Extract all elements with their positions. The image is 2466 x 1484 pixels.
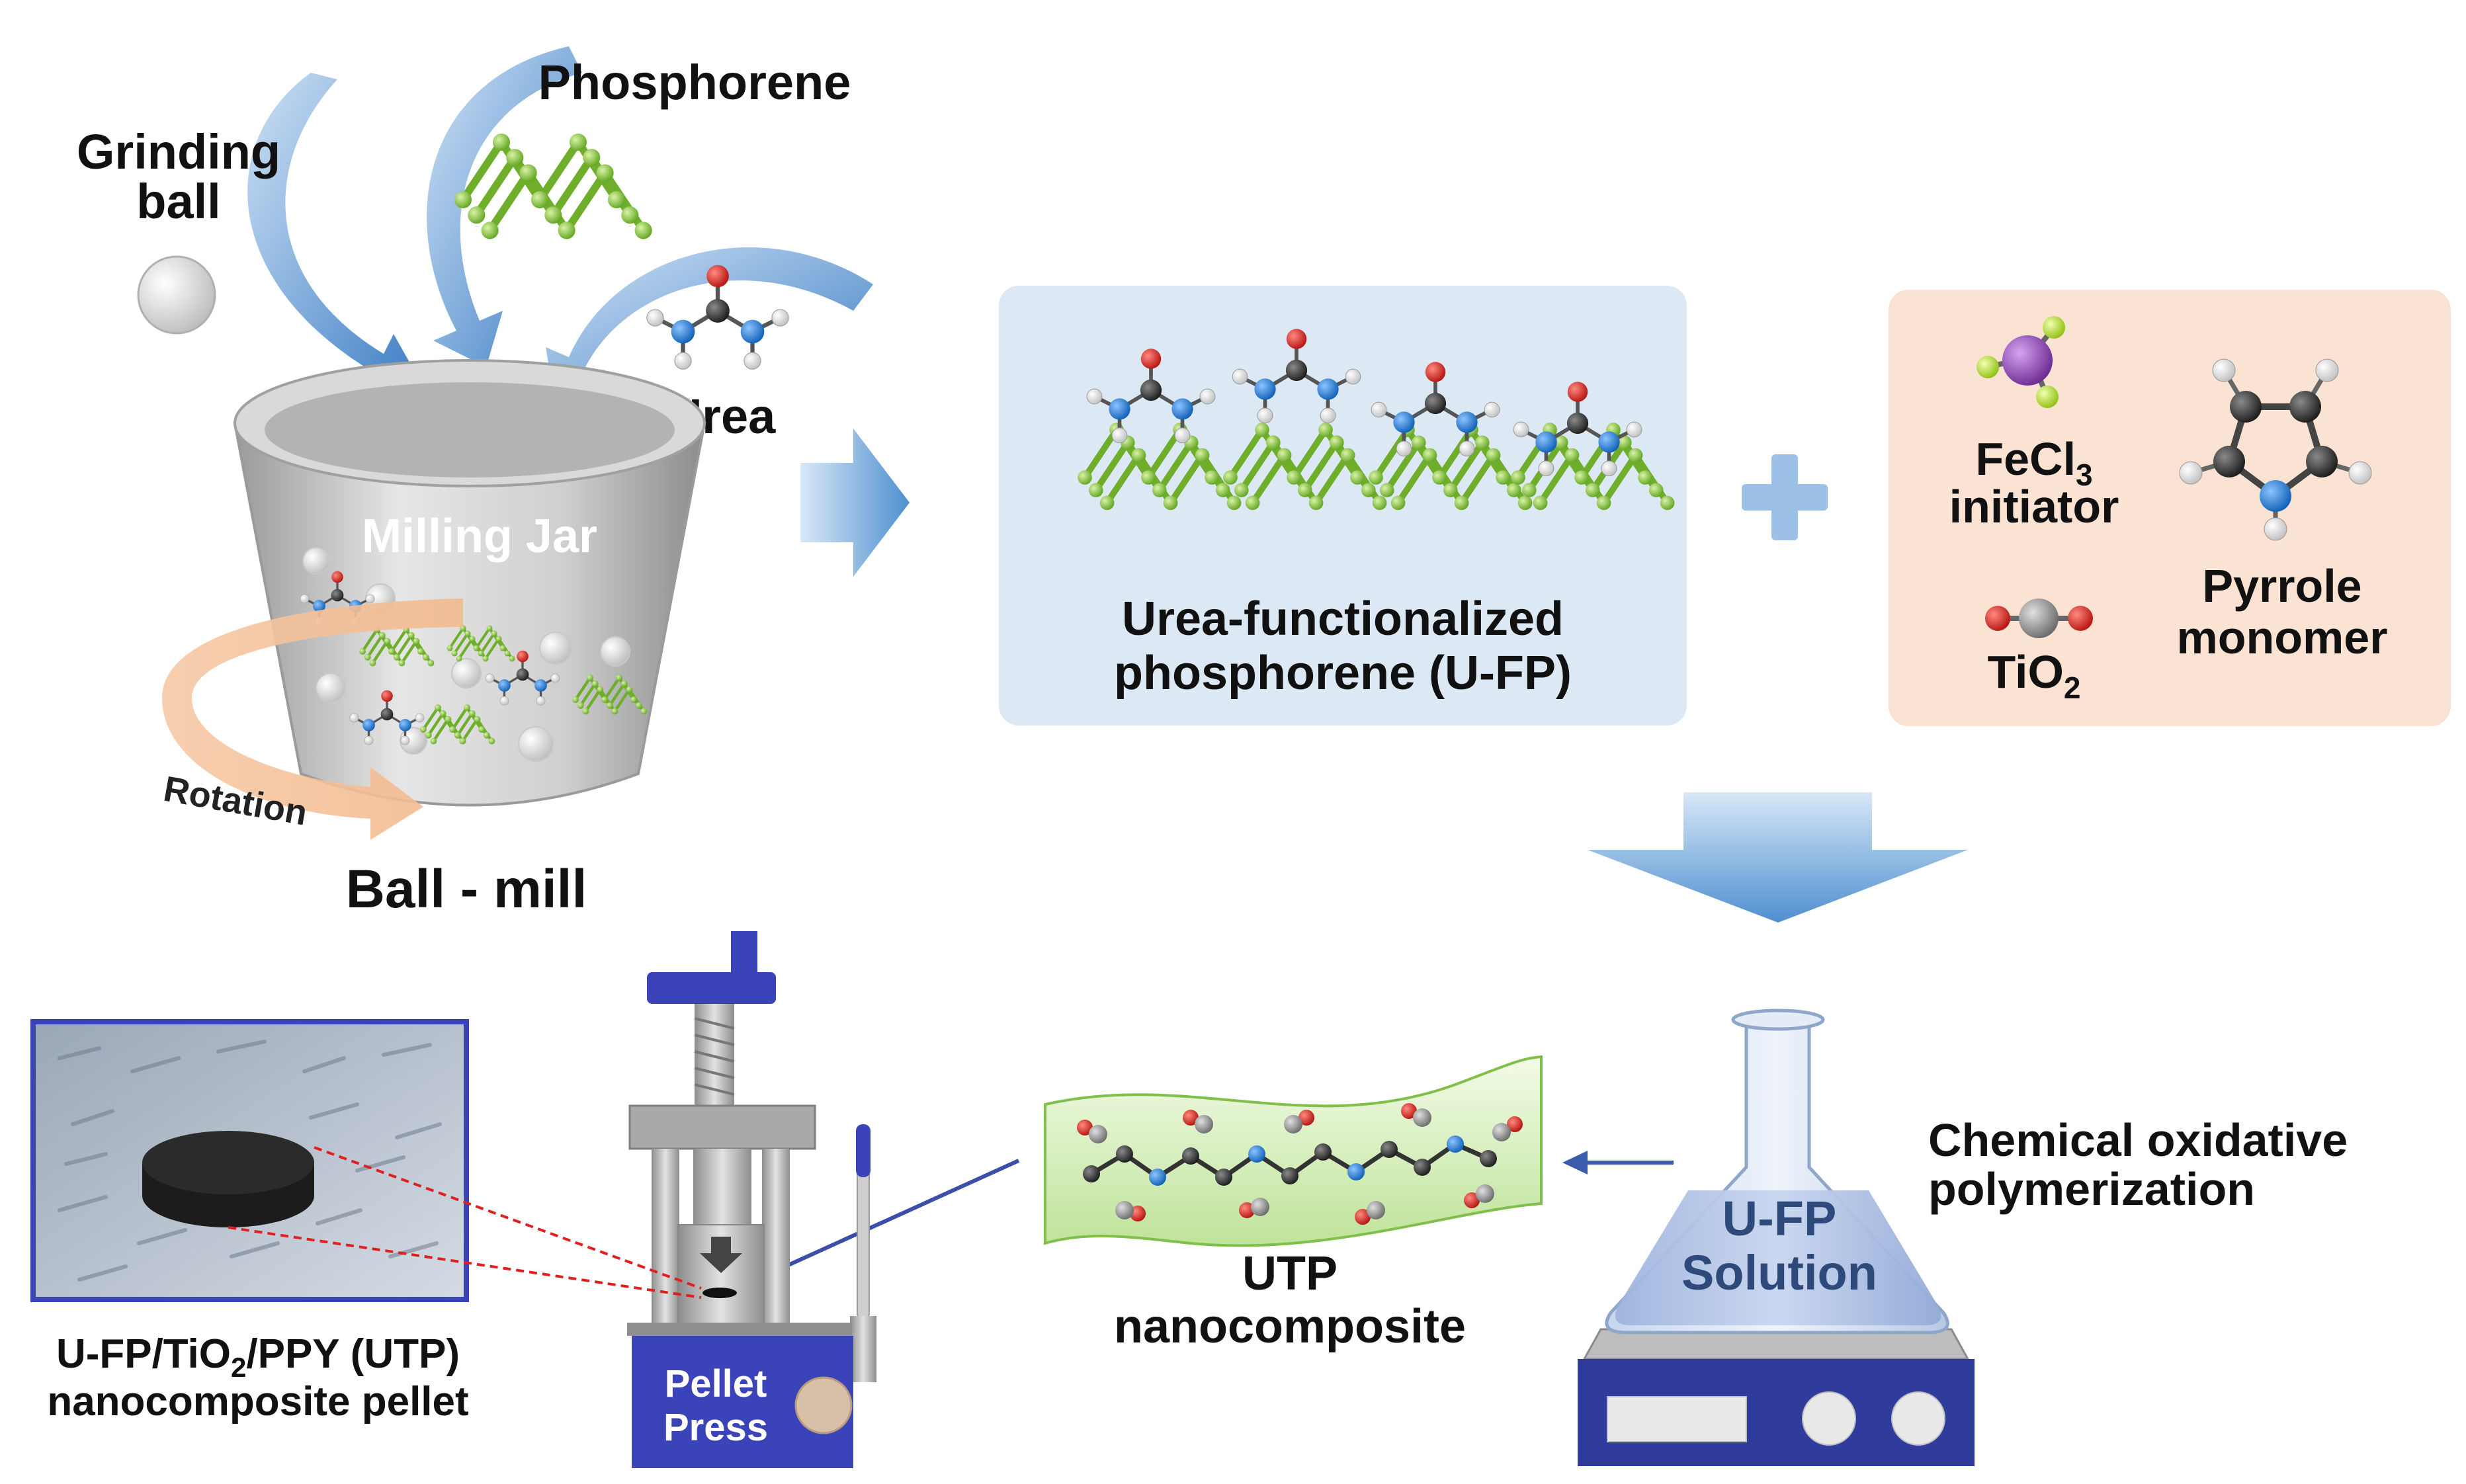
chemical-oxidative-label-line2: polymerization bbox=[1928, 1163, 2255, 1215]
urea-curved-arrow bbox=[546, 247, 873, 407]
photo-fabric-texture bbox=[58, 1040, 442, 1282]
ufp-label-line2: phosphorene (U-FP) bbox=[1114, 647, 1572, 700]
phosphorene-curved-arrow bbox=[427, 46, 582, 367]
pyrrole-molecule-icon bbox=[2179, 358, 2372, 541]
press-gauge-icon bbox=[794, 1376, 853, 1434]
utp-nanocomposite-ribbon bbox=[1044, 1055, 1543, 1247]
phosphorene-label: Phosphorene bbox=[538, 55, 851, 110]
reagent-panel: FeCl3 initiator Py bbox=[1889, 290, 2451, 726]
fecl3-label: FeCl3 bbox=[1975, 433, 2092, 492]
grinding-ball-label-line1: Grinding bbox=[77, 124, 280, 179]
grinding-ball-icon bbox=[137, 255, 216, 335]
small-left-arrow bbox=[1562, 1151, 1674, 1175]
utp-label-line2: nanocomposite bbox=[1114, 1300, 1466, 1353]
pyrrole-label-line1: Pyrrole bbox=[2202, 560, 2361, 612]
initiator-label: initiator bbox=[1949, 481, 2119, 532]
grinding-ball-curved-arrow bbox=[247, 73, 423, 393]
flask-on-stirrer: U-FP Solution bbox=[1578, 1009, 1975, 1466]
grinding-ball-label-line2: ball bbox=[136, 174, 220, 229]
pellet-disc bbox=[142, 1131, 314, 1194]
pellet-label-line1: U-FP/TiO2/PPY (UTP) bbox=[56, 1331, 460, 1383]
hot-plate-stirrer bbox=[1578, 1328, 1975, 1466]
press-down-arrow-icon bbox=[700, 1237, 742, 1273]
ufp-solution-label-line2: Solution bbox=[1681, 1245, 1877, 1300]
pellet-photo bbox=[30, 1019, 469, 1302]
right-process-arrow bbox=[800, 429, 910, 577]
pellet-press-label-line1: Pellet bbox=[665, 1362, 767, 1405]
tio2-label: TiO2 bbox=[1988, 646, 2081, 705]
milling-jar: Milling Jar bbox=[233, 359, 706, 807]
ball-mill-section: Grinding ball Phosphorene Urea Milling J… bbox=[77, 46, 873, 919]
ufp-solution-label-line1: U-FP bbox=[1722, 1191, 1837, 1246]
pellet-press: Pellet Press bbox=[627, 931, 876, 1468]
ufp-label-line1: Urea-functionalized bbox=[1122, 593, 1564, 645]
fecl3-molecule-icon bbox=[1977, 316, 2065, 408]
ufp-panel: Urea-functionalized phosphorene (U-FP) bbox=[999, 286, 1687, 725]
phosphorene-icon bbox=[454, 134, 652, 239]
pellet-guide-lines bbox=[228, 1146, 702, 1299]
ball-mill-label: Ball - mill bbox=[346, 859, 587, 919]
milling-jar-label: Milling Jar bbox=[362, 510, 597, 563]
rotation-arrow bbox=[162, 598, 463, 840]
pyrrole-label-line2: monomer bbox=[2177, 612, 2388, 663]
tio2-molecule-icon bbox=[1985, 598, 2093, 638]
pellet-label-line2: nanocomposite pellet bbox=[47, 1379, 468, 1424]
chemical-oxidative-label-line1: Chemical oxidative bbox=[1928, 1114, 2348, 1166]
pellet-press-label-line2: Press bbox=[663, 1406, 768, 1449]
plus-icon bbox=[1742, 454, 1828, 540]
utp-label-line1: UTP bbox=[1242, 1247, 1338, 1300]
flask-solution bbox=[1615, 1190, 1941, 1325]
down-process-arrow bbox=[1588, 792, 1968, 923]
